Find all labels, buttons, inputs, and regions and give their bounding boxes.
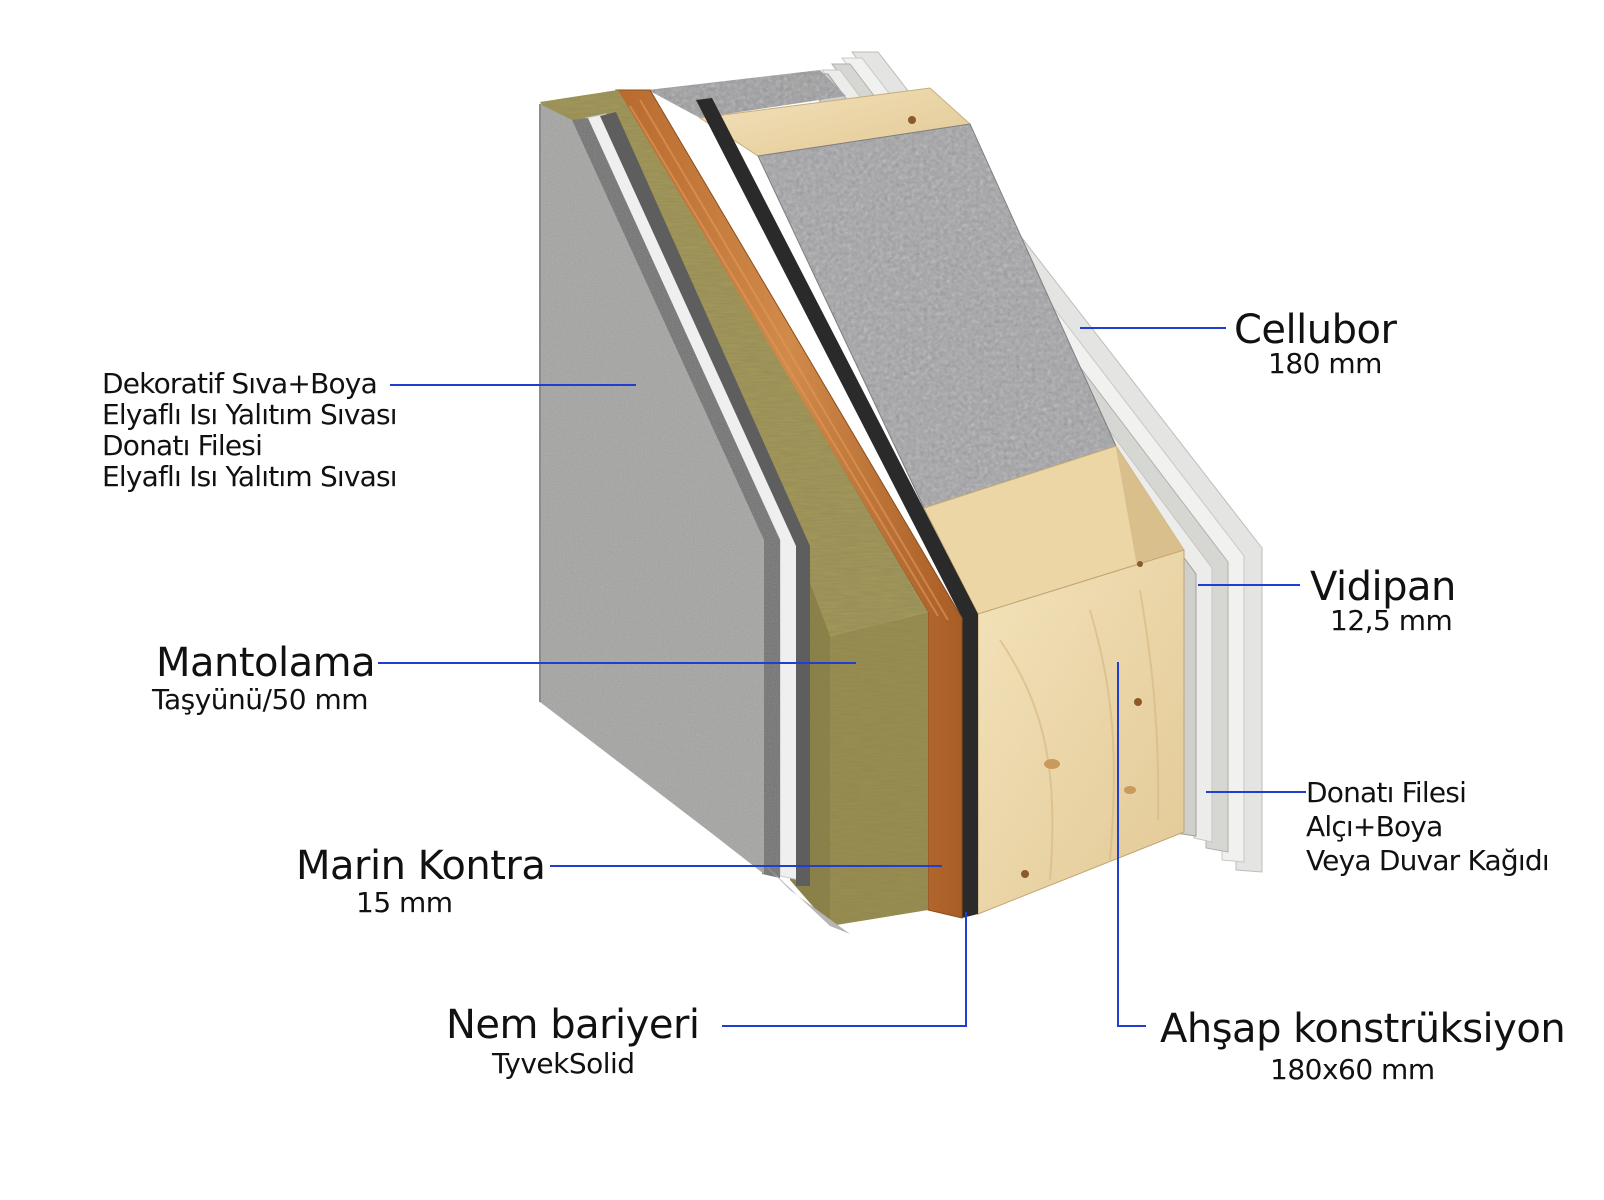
- marin-sub: 15 mm: [356, 886, 453, 919]
- vidipan-sub: 12,5 mm: [1330, 604, 1453, 637]
- mantolama-title: Mantolama: [156, 640, 376, 686]
- ahsap-sub: 180x60 mm: [1270, 1053, 1435, 1086]
- facade-label-2: Elyaflı Isı Yalıtım Sıvası: [102, 398, 398, 431]
- interior-label-2: Alçı+Boya: [1306, 810, 1443, 843]
- leader-lines: [378, 327, 1306, 1027]
- ahsap-title: Ahşap konstrüksiyon: [1160, 1006, 1566, 1052]
- nem-title: Nem bariyeri: [446, 1002, 700, 1048]
- moisture-barrier: [696, 98, 978, 918]
- leader-ahsap: [1117, 662, 1146, 1027]
- leader-nem: [722, 912, 967, 1027]
- cellubor-sub: 180 mm: [1268, 347, 1382, 380]
- interior-label-1: Donatı Filesi: [1306, 776, 1467, 809]
- interior-layer-labels: Donatı Filesi Alçı+Boya Veya Duvar Kağıd…: [1306, 776, 1550, 878]
- interior-label-3: Veya Duvar Kağıdı: [1306, 844, 1550, 877]
- mantolama-sub: Taşyünü/50 mm: [152, 683, 369, 716]
- marin-title: Marin Kontra: [296, 843, 546, 889]
- timber-stud-front: [977, 549, 1185, 915]
- facade-label-4: Elyaflı Isı Yalıtım Sıvası: [102, 460, 398, 493]
- vidipan-title: Vidipan: [1310, 564, 1456, 610]
- nem-sub: TyvekSolid: [492, 1047, 635, 1080]
- facade-label-3: Donatı Filesi: [102, 429, 263, 462]
- interior-finish-layers: [821, 51, 1263, 873]
- facade-label-1: Dekoratif Sıva+Boya: [102, 367, 378, 400]
- cellubor-title: Cellubor: [1234, 307, 1397, 353]
- facade-layer-labels: Dekoratif Sıva+Boya Elyaflı Isı Yalıtım …: [102, 367, 398, 493]
